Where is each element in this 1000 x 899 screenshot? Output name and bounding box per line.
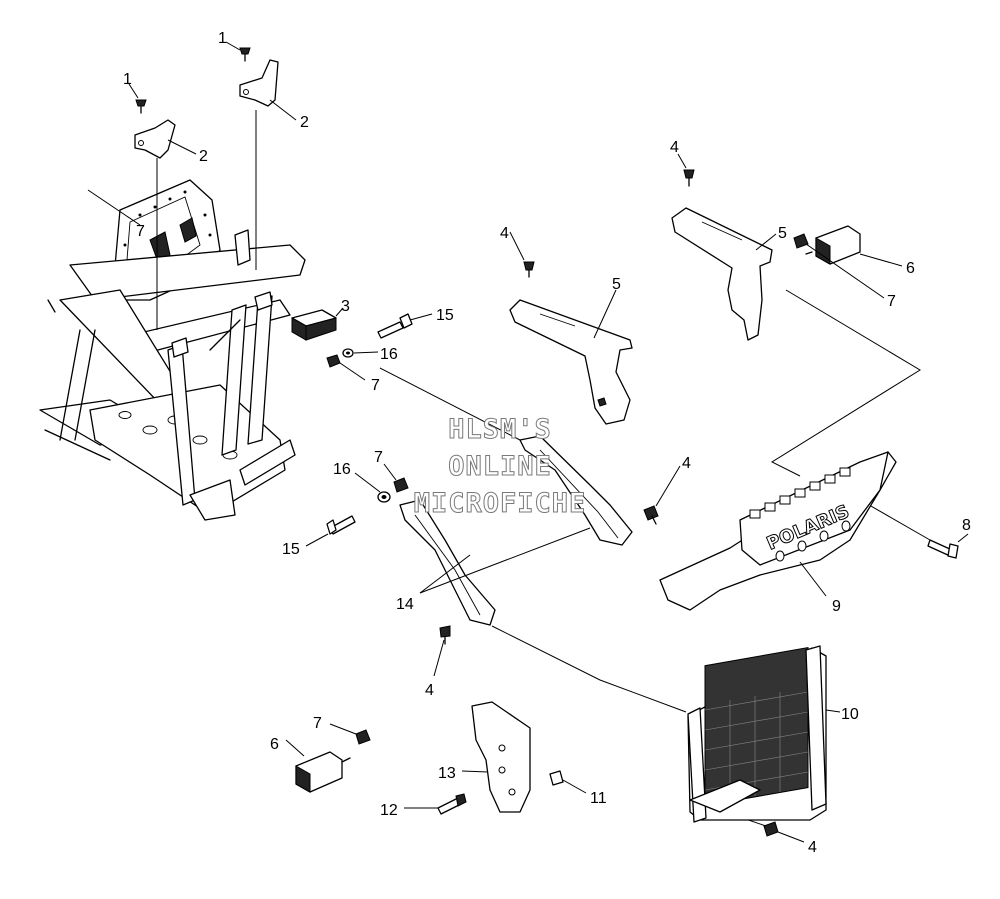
callout-13: 13 [438,765,456,782]
bracket-14-upper [519,435,633,546]
nut-7-upper-right [793,233,885,299]
callout-1-left: 1 [123,71,132,88]
bolt-4-top [677,153,695,187]
callout-8: 8 [962,517,971,534]
callout-4-lower-left: 4 [425,682,434,699]
callout-12: 12 [380,802,398,819]
callout-4-top: 4 [670,139,679,156]
callout-2-right: 2 [300,114,309,131]
bolt-1-right [225,41,251,62]
clip-11 [549,770,587,794]
callout-4-lower-right: 4 [808,839,817,856]
callout-9: 9 [832,598,841,615]
screw-12 [404,793,467,815]
bracket-5-center [509,289,633,425]
callout-15-top: 15 [436,307,454,324]
nut-7-lower [383,463,409,493]
callout-5-right: 5 [778,225,787,242]
radiator-guard-10 [687,645,841,823]
bolt-15-lower [305,515,356,547]
bolt-4-lower-left [433,625,451,677]
washer-16-lower [354,472,391,503]
relay-6-upper [805,225,903,267]
bolt-4-bracket [643,465,681,525]
bolt-4-lower-right [763,821,805,843]
callout-7-lower: 7 [374,449,383,466]
callout-7-upper: 7 [887,293,896,310]
callout-4-bracket: 4 [682,455,691,472]
callout-frame-plate: 7 [136,223,145,240]
nut-7-top [326,354,366,381]
frame-assembly: 7 [39,179,306,521]
relay-6-lower [285,739,351,793]
bracket-13 [461,701,531,813]
nut-7-lower-left [329,723,371,745]
callout-6-lower: 6 [270,736,279,753]
callout-11: 11 [590,790,607,807]
bolt-1-left [128,83,147,114]
front-bumper-9: POLARIS [659,451,897,611]
washer-16-top [342,348,379,358]
callout-1-right: 1 [218,30,227,47]
bracket-5-right [671,207,777,341]
callout-16-lower: 16 [333,461,351,478]
callout-7-lower-left: 7 [313,715,322,732]
callout-4-mid: 4 [500,225,509,242]
bumper-block-3 [291,307,344,341]
assembly-line-c [379,367,521,441]
bolt-4-mid [509,231,535,278]
callout-16-top: 16 [380,346,398,363]
bracket-2-right [239,59,297,121]
callout-labels: 1 1 2 2 3 4 4 4 4 4 5 5 6 6 7 7 7 7 8 9 … [123,30,971,856]
callout-5-center: 5 [612,276,621,293]
callout-15-lower: 15 [282,541,300,558]
assembly-line-f [491,625,687,713]
watermark-line-2: ONLINE [448,451,552,482]
callout-6-upper: 6 [906,260,915,277]
callout-3: 3 [341,298,350,315]
callout-14: 14 [396,596,414,613]
bracket-2-left [134,119,197,159]
watermark: HLSM'S ONLINE MICROFICHE [413,414,587,520]
leader-14b [419,527,591,594]
callout-7-top: 7 [371,377,380,394]
leader-14a [419,554,471,594]
watermark-line-3: MICROFICHE [414,488,587,519]
watermark-line-1: HLSM'S [448,414,552,445]
assembly-line-e [770,289,921,477]
bracket-14-lower [399,499,496,626]
bolt-15-top [377,313,433,339]
callout-10: 10 [841,706,859,723]
callout-2-left: 2 [199,148,208,165]
